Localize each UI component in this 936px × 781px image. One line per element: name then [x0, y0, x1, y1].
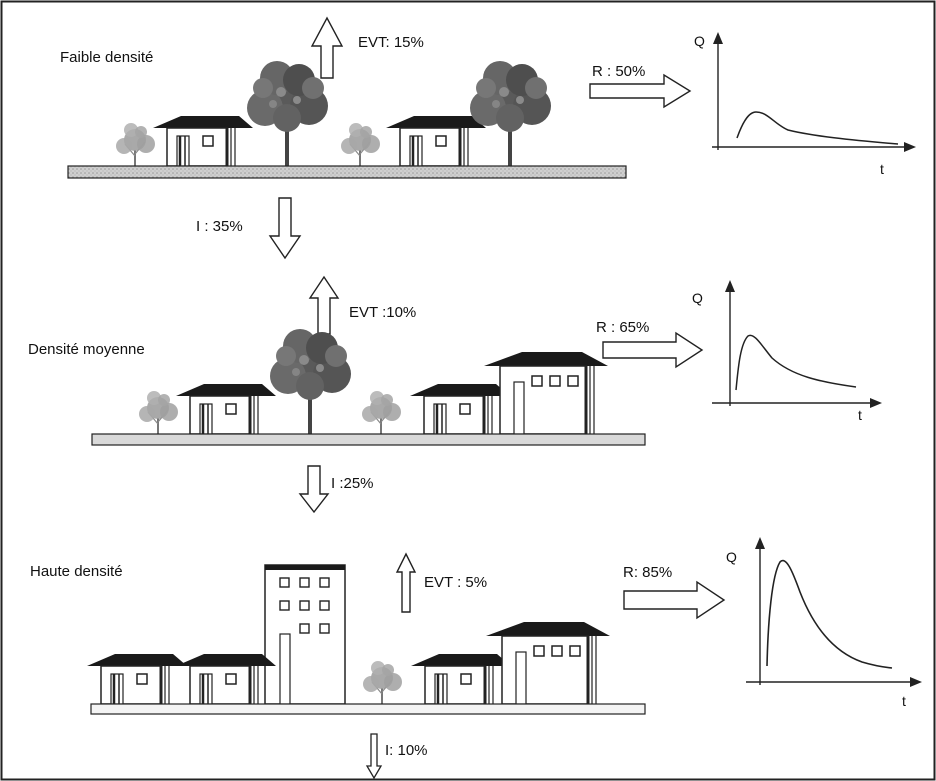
infiltration-arrow-down-icon — [298, 465, 330, 514]
scenario-label: Faible densité — [60, 49, 153, 66]
large-house-icon — [484, 620, 612, 706]
runoff-arrow-right-icon — [589, 73, 692, 109]
scenario-low-density: Faible densité EVT: 15% R : 50% I : 35% … — [60, 16, 916, 260]
scenario-label: Densité moyenne — [28, 341, 145, 358]
infiltration-arrow-down-icon — [268, 197, 302, 260]
evt-value: EVT : 5% — [424, 574, 487, 591]
hydrograph-medium: Q t — [692, 280, 882, 423]
x-axis-label: t — [880, 161, 884, 177]
large-house-icon — [482, 350, 610, 436]
apartment-building-icon — [264, 564, 346, 705]
runoff-value: R: 85% — [623, 564, 672, 581]
x-axis-label: t — [858, 407, 862, 423]
ground-permeable — [67, 165, 627, 179]
scenario-label: Haute densité — [30, 563, 123, 580]
scenario-high-density: Haute densité EVT : 5% R: 85% I: 10% — [30, 537, 922, 780]
y-axis-label: Q — [726, 549, 737, 565]
evt-arrow-up-icon — [395, 552, 417, 613]
discharge-curve — [735, 334, 857, 391]
ground-mixed — [91, 433, 646, 446]
runoff-value: R : 65% — [596, 319, 649, 336]
infiltration-arrow-down-icon — [365, 733, 383, 780]
evt-arrow-up-icon — [308, 275, 340, 335]
evt-arrow-up-icon — [310, 16, 344, 79]
y-axis-label: Q — [694, 33, 705, 49]
infiltration-value: I: 10% — [385, 742, 428, 759]
evt-value: EVT :10% — [349, 304, 416, 321]
scenario-medium-density: Densité moyenne EVT :10% R : 65% I :25% … — [28, 275, 882, 514]
hydrograph-high: Q t — [726, 537, 922, 709]
runoff-arrow-right-icon — [623, 580, 726, 620]
infiltration-value: I : 35% — [196, 218, 243, 235]
x-axis-label: t — [902, 693, 906, 709]
y-axis-label: Q — [692, 290, 703, 306]
discharge-curve — [736, 111, 899, 145]
hydrograph-low: Q t — [694, 32, 916, 177]
runoff-arrow-right-icon — [602, 331, 704, 369]
infiltration-value: I :25% — [331, 475, 374, 492]
evt-value: EVT: 15% — [358, 34, 424, 51]
discharge-curve — [766, 559, 893, 669]
ground-impervious — [90, 703, 646, 715]
runoff-value: R : 50% — [592, 63, 645, 80]
